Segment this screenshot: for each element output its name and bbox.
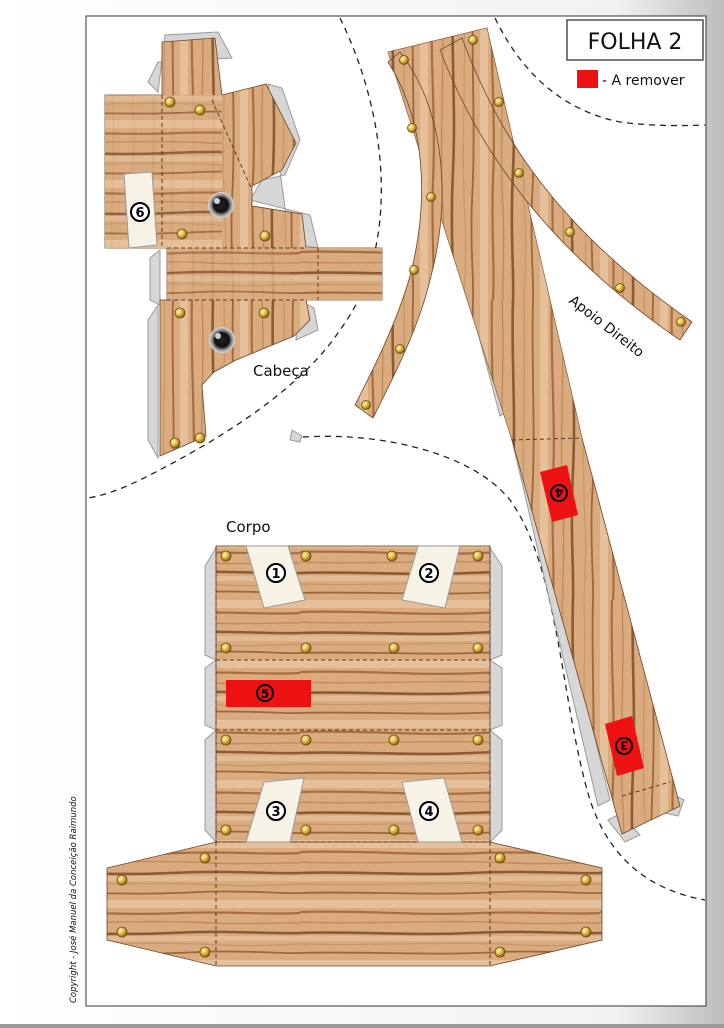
nail-icon	[220, 824, 232, 836]
nail-icon	[494, 946, 506, 958]
right-support-piece: 4 3	[354, 27, 693, 843]
nail-icon	[300, 550, 312, 562]
nail-icon	[116, 874, 128, 886]
nail-icon	[194, 104, 206, 116]
marker-2: 2	[424, 567, 433, 582]
marker-5: 5	[261, 687, 269, 701]
eye-icon	[208, 192, 234, 218]
eye-icon	[209, 327, 235, 353]
nail-icon	[472, 734, 484, 746]
curved-arm-left	[354, 51, 443, 419]
head-face-left	[105, 95, 222, 248]
legend-text: - A remover	[602, 73, 685, 89]
copyright-text: Copyright - José Manuel da Conceição Rai…	[68, 796, 79, 1003]
marker-s4: 4	[555, 485, 563, 499]
nail-icon	[426, 192, 436, 202]
nail-icon	[194, 432, 206, 444]
nail-icon	[199, 946, 211, 958]
marker-s3: 3	[620, 738, 628, 752]
nail-icon	[300, 734, 312, 746]
remove-marker-5: 5	[226, 680, 311, 707]
nail-icon	[388, 642, 400, 654]
nail-icon	[258, 307, 270, 319]
nail-icon	[176, 228, 188, 240]
marker-1: 1	[271, 567, 280, 582]
nail-icon	[565, 227, 575, 237]
body-fold-lines	[215, 546, 491, 966]
nail-icon	[361, 400, 371, 410]
nail-icon	[399, 55, 409, 65]
nail-icon	[615, 283, 625, 293]
nail-icon	[388, 824, 400, 836]
marker-4: 4	[424, 805, 433, 820]
marker-6: 6	[135, 206, 144, 221]
head-nails	[164, 96, 271, 449]
sheet-title: FOLHA 2	[588, 30, 683, 55]
nail-icon	[472, 824, 484, 836]
body-tab-2: 2	[401, 545, 461, 609]
nail-icon	[676, 317, 686, 327]
nail-icon	[220, 734, 232, 746]
body-tab-3: 3	[245, 777, 305, 843]
nail-icon	[494, 97, 504, 107]
nail-icon	[259, 230, 271, 242]
nail-icon	[174, 307, 186, 319]
nail-icon	[407, 123, 417, 133]
body-glue-tabs	[204, 546, 503, 844]
body-nails	[116, 550, 592, 958]
title-box	[566, 19, 704, 61]
head-piece: 6	[104, 31, 383, 460]
label-body: Corpo	[226, 518, 271, 536]
curved-arm-right	[439, 37, 693, 341]
body-tab-1: 1	[245, 545, 306, 609]
head-neck	[167, 248, 310, 300]
head-fold-lines	[161, 95, 319, 301]
remove-marker-3: 3	[605, 716, 644, 776]
nail-icon	[580, 874, 592, 886]
nail-icon	[300, 824, 312, 836]
nail-icon	[395, 344, 405, 354]
remove-marker-4: 4	[540, 465, 578, 522]
legend-swatch	[577, 70, 598, 88]
nail-icon	[300, 642, 312, 654]
body-piece: 1 2 3 4 5	[106, 545, 603, 967]
nail-icon	[199, 852, 211, 864]
nail-icon	[220, 550, 232, 562]
nail-icon	[220, 642, 232, 654]
nail-icon	[116, 926, 128, 938]
nail-icon	[388, 734, 400, 746]
nail-icon	[169, 437, 181, 449]
head-tab-6: 6	[123, 171, 158, 249]
beam-nails	[361, 35, 686, 410]
nail-icon	[514, 168, 524, 178]
body-base	[106, 841, 603, 967]
nail-icon	[472, 642, 484, 654]
head-tongue	[290, 248, 382, 300]
nail-icon	[386, 550, 398, 562]
nail-icon	[164, 96, 176, 108]
nail-icon	[494, 852, 506, 864]
body-tab-4: 4	[401, 777, 463, 843]
marker-3: 3	[271, 805, 280, 820]
nail-icon	[580, 926, 592, 938]
label-head: Cabeça	[253, 362, 309, 380]
beam-fold-line	[511, 437, 583, 441]
nail-icon	[409, 265, 419, 275]
nail-icon	[468, 35, 478, 45]
nail-icon	[472, 550, 484, 562]
